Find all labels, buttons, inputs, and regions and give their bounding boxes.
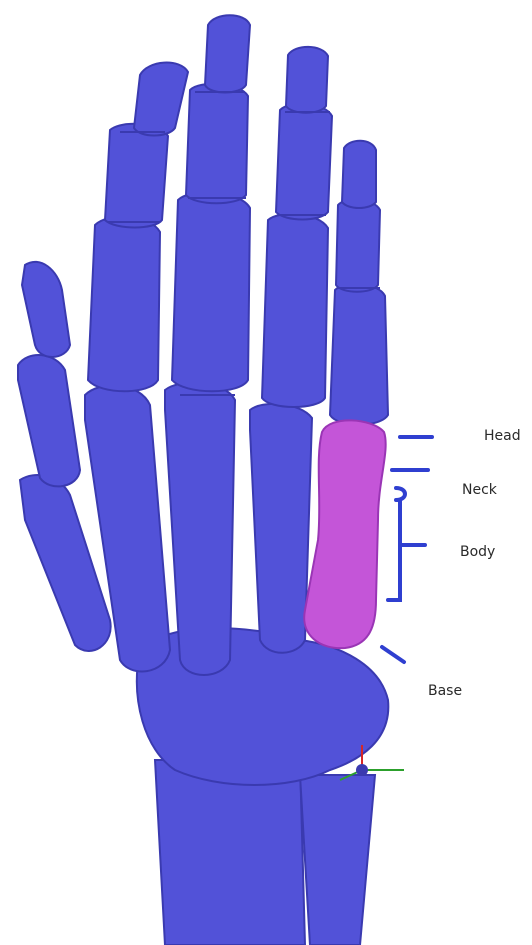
little-distal-phalanx [342,141,376,208]
little-middle-phalanx [336,199,380,291]
index-distal-phalanx [134,63,188,136]
middle-metacarpal [165,383,235,675]
base-marker [382,647,404,662]
ulna-bone [300,775,375,945]
neck-label: Neck [462,482,497,498]
ring-distal-phalanx [286,47,328,113]
ring-middle-phalanx [276,104,332,220]
middle-distal-phalanx [205,15,250,92]
body-label: Body [460,544,495,560]
radius-bone [155,760,305,945]
carpal-bones [137,628,388,785]
little-proximal-phalanx [330,284,388,425]
thumb-proximal-phalanx [18,355,80,486]
thumb-distal-phalanx [22,262,70,357]
base-label: Base [428,683,462,699]
head-label: Head [484,428,521,444]
ring-metacarpal [250,404,312,653]
index-middle-phalanx [105,124,168,228]
fifth-metacarpal-highlighted [304,420,385,648]
index-proximal-phalanx [88,217,160,392]
ring-proximal-phalanx [262,214,328,407]
middle-middle-phalanx [186,84,248,204]
body-bracket [388,488,425,600]
annotation-markers [382,437,432,662]
middle-proximal-phalanx [172,192,250,391]
